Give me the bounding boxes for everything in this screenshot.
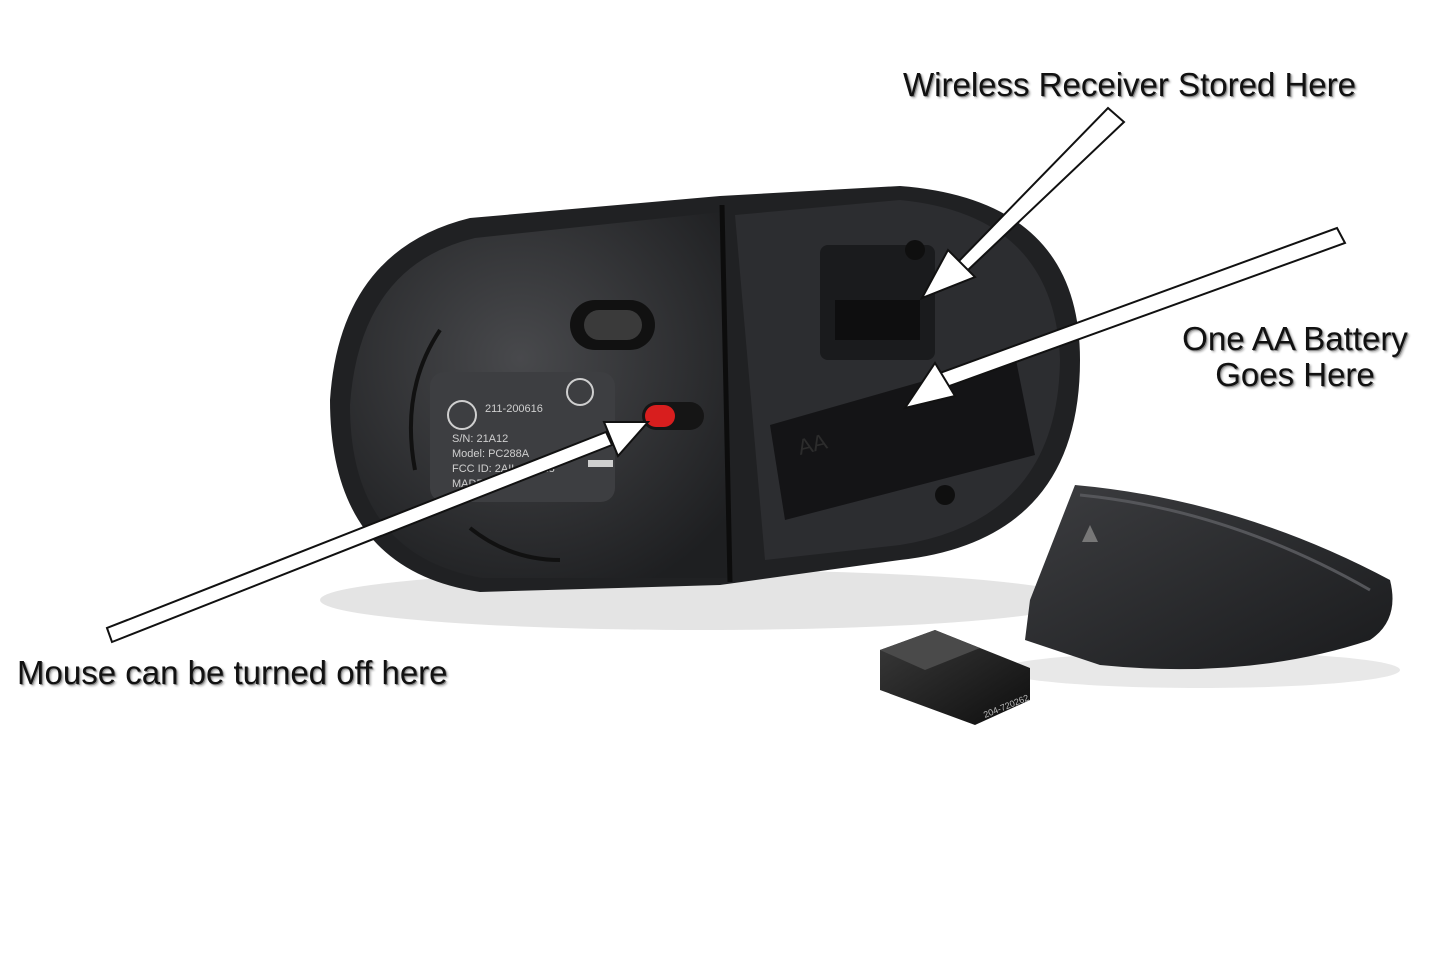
callout-battery-line2: Goes Here [1215, 356, 1375, 393]
label-model: Model: PC288A [452, 448, 530, 460]
aa-battery [770, 355, 1035, 520]
callout-switch: Mouse can be turned off here [17, 654, 448, 691]
arrow-battery-head [902, 361, 957, 410]
certification-mark [447, 400, 477, 430]
cover-seam [719, 204, 733, 583]
battery-cover-rim [1079, 493, 1371, 592]
arrow-switch-head [602, 421, 651, 458]
arrow-battery [902, 226, 1347, 410]
sensor-lens [584, 310, 642, 340]
screw-bottom [935, 485, 955, 505]
cover-arrow-icon [1082, 525, 1098, 542]
callout-battery-line1: One AA Battery [1182, 320, 1408, 357]
receiver-slot-opening [835, 300, 920, 340]
arrow-receiver [919, 106, 1126, 300]
usb-receiver[interactable]: 204-720262 [880, 630, 1030, 725]
arrow-switch-shaft [105, 430, 614, 644]
label-code: 211-200616 [485, 403, 543, 415]
ce-mark [566, 378, 594, 406]
power-switch-knob[interactable] [645, 405, 675, 427]
battery-cover[interactable] [1025, 485, 1393, 670]
arrow-receiver-head [919, 248, 977, 300]
screw-top [905, 240, 925, 260]
label-bar [588, 460, 613, 467]
usb-receiver-connector [880, 630, 980, 670]
arrow-switch [105, 421, 651, 644]
mouse-groove-lower [468, 526, 561, 562]
mouse-groove [408, 328, 442, 471]
label-plate [430, 372, 615, 502]
callout-receiver: Wireless Receiver Stored Here [903, 66, 1356, 103]
label-sn: S/N: 21A12 [452, 433, 508, 445]
